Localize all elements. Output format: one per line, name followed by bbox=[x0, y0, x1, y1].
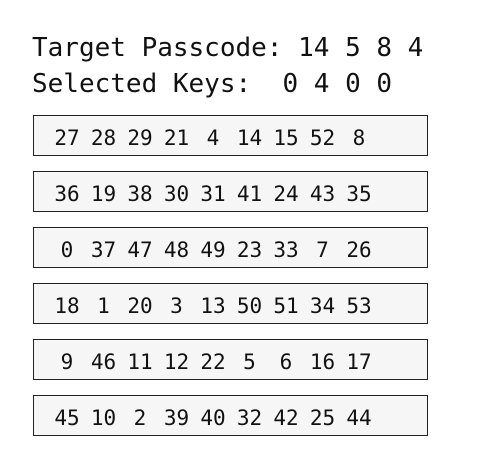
key-cell[interactable]: 26 bbox=[346, 238, 372, 262]
key-cell[interactable]: 33 bbox=[273, 238, 299, 262]
key-cell[interactable]: 19 bbox=[90, 182, 117, 206]
key-cell[interactable]: 4 bbox=[206, 126, 220, 150]
key-cell[interactable]: 52 bbox=[309, 126, 336, 150]
key-row-6: 45 10 2 39 40 32 42 25 44 bbox=[33, 395, 428, 436]
key-cell[interactable]: 42 bbox=[273, 406, 299, 430]
key-cell[interactable]: 28 bbox=[90, 126, 117, 150]
key-cell[interactable]: 18 bbox=[54, 294, 80, 318]
key-cell[interactable]: 34 bbox=[309, 294, 336, 318]
key-cell[interactable]: 30 bbox=[163, 182, 190, 206]
key-cell[interactable]: 2 bbox=[133, 406, 147, 430]
key-cell[interactable]: 50 bbox=[236, 294, 263, 318]
key-cell[interactable]: 36 bbox=[54, 182, 80, 206]
key-cell[interactable]: 49 bbox=[200, 238, 226, 262]
key-cell[interactable]: 41 bbox=[236, 182, 263, 206]
key-cell[interactable]: 9 bbox=[60, 350, 74, 374]
key-cell[interactable]: 32 bbox=[236, 406, 263, 430]
target-passcode-label: Target Passcode: bbox=[32, 33, 283, 63]
key-cell[interactable]: 35 bbox=[346, 182, 372, 206]
key-cell[interactable]: 47 bbox=[127, 238, 153, 262]
key-cell[interactable]: 39 bbox=[163, 406, 190, 430]
key-cell[interactable]: 38 bbox=[127, 182, 153, 206]
key-cell[interactable]: 45 bbox=[54, 406, 80, 430]
key-cell[interactable]: 27 bbox=[54, 126, 80, 150]
target-passcode-value: 14 5 8 4 bbox=[298, 33, 424, 63]
key-cell[interactable]: 46 bbox=[90, 350, 117, 374]
selected-keys-label: Selected Keys: bbox=[32, 69, 252, 99]
key-row-4: 18 1 20 3 13 50 51 34 53 bbox=[33, 283, 428, 324]
key-cell[interactable]: 10 bbox=[90, 406, 117, 430]
key-row-2: 36 19 38 30 31 41 24 43 35 bbox=[33, 171, 428, 212]
key-cell[interactable]: 17 bbox=[346, 350, 372, 374]
target-passcode-line: Target Passcode: 14 5 8 4 bbox=[32, 35, 423, 61]
key-cell[interactable]: 3 bbox=[170, 294, 183, 318]
key-row-1: 27 28 29 21 4 14 15 52 8 bbox=[33, 115, 428, 156]
key-cell[interactable]: 7 bbox=[316, 238, 329, 262]
key-cell[interactable]: 44 bbox=[346, 406, 372, 430]
key-cell[interactable]: 5 bbox=[243, 350, 256, 374]
key-cell[interactable]: 53 bbox=[346, 294, 372, 318]
key-cell[interactable]: 25 bbox=[309, 406, 336, 430]
key-cell[interactable]: 23 bbox=[236, 238, 263, 262]
key-cell[interactable]: 12 bbox=[163, 350, 190, 374]
key-cell[interactable]: 13 bbox=[200, 294, 226, 318]
key-cell[interactable]: 22 bbox=[200, 350, 226, 374]
key-cell[interactable]: 24 bbox=[273, 182, 299, 206]
selected-keys-value: 0 4 0 0 bbox=[282, 69, 393, 99]
key-cell[interactable]: 11 bbox=[127, 350, 153, 374]
key-row-3: 0 37 47 48 49 23 33 7 26 bbox=[33, 227, 428, 268]
key-cell[interactable]: 31 bbox=[200, 182, 226, 206]
key-cell[interactable]: 8 bbox=[352, 126, 366, 150]
key-cell[interactable]: 14 bbox=[236, 126, 263, 150]
key-cell[interactable]: 6 bbox=[279, 350, 293, 374]
key-cell[interactable]: 48 bbox=[163, 238, 190, 262]
key-cell[interactable]: 40 bbox=[200, 406, 226, 430]
key-cell[interactable]: 15 bbox=[273, 126, 299, 150]
key-cell[interactable]: 43 bbox=[309, 182, 336, 206]
key-cell[interactable]: 29 bbox=[127, 126, 153, 150]
key-cell[interactable]: 0 bbox=[60, 238, 74, 262]
key-cell[interactable]: 37 bbox=[90, 238, 117, 262]
key-cell[interactable]: 21 bbox=[163, 126, 190, 150]
key-cell[interactable]: 1 bbox=[97, 294, 110, 318]
key-cell[interactable]: 51 bbox=[273, 294, 299, 318]
key-cell[interactable]: 20 bbox=[127, 294, 153, 318]
key-cell[interactable]: 16 bbox=[309, 350, 336, 374]
selected-keys-line: Selected Keys: 0 4 0 0 bbox=[32, 71, 392, 97]
